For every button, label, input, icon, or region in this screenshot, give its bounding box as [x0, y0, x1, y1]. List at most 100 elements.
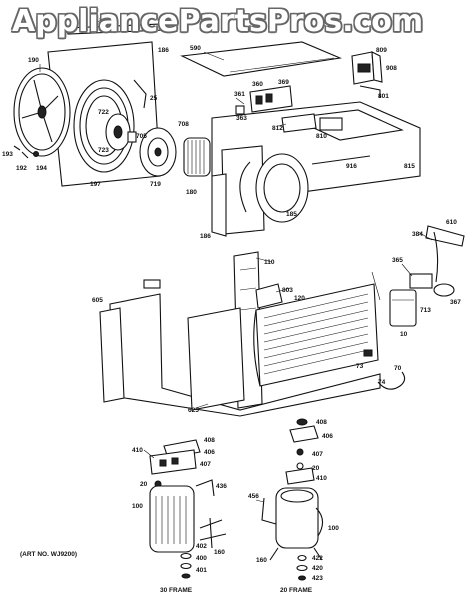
callout-10: 10	[400, 331, 408, 338]
callout-809: 809	[376, 47, 387, 54]
nut-423b	[298, 575, 306, 581]
callout-400a: 400	[196, 555, 207, 562]
callout-185: 185	[286, 211, 297, 218]
callout-708: 708	[178, 121, 189, 128]
callout-labels: 618 186 190 25 722 723 705 708 719 180 1…	[2, 17, 461, 582]
callout-20a: 20	[140, 481, 148, 488]
terminal-410b	[285, 467, 315, 485]
callout-722: 722	[98, 109, 109, 116]
mount-160a	[199, 517, 227, 549]
callout-369: 369	[278, 79, 289, 86]
callout-407a: 407	[200, 461, 211, 468]
callout-186b: 186	[200, 233, 211, 240]
knob-363	[235, 105, 245, 115]
callout-618: 618	[92, 17, 103, 24]
bracket-456	[261, 497, 277, 525]
callout-402a: 402	[196, 543, 207, 550]
callout-605: 605	[92, 297, 103, 304]
callout-194: 194	[36, 165, 47, 172]
louver-812	[281, 113, 317, 133]
callout-423b: 423	[312, 575, 323, 582]
side-panel-186	[211, 173, 227, 237]
callout-363: 363	[236, 115, 247, 122]
slot-810	[319, 117, 343, 131]
callout-590: 590	[190, 45, 201, 52]
bracket-801	[359, 85, 381, 98]
grille-clip	[143, 279, 161, 289]
callout-801: 801	[378, 93, 389, 100]
compressor-20-frame	[261, 418, 324, 581]
hub-723	[105, 113, 131, 151]
callout-190: 190	[28, 57, 39, 64]
cap-367	[433, 283, 455, 297]
callout-723: 723	[98, 147, 109, 154]
front-frame	[187, 307, 245, 411]
upper-cabinet	[180, 41, 421, 237]
callout-197: 197	[90, 181, 101, 188]
callout-160b: 160	[256, 557, 267, 564]
top-plate-618	[65, 23, 165, 35]
callout-610: 610	[446, 219, 457, 226]
bracket-610	[425, 225, 465, 247]
callout-406a: 406	[204, 449, 215, 456]
base-frame	[109, 293, 381, 417]
callout-916: 916	[346, 163, 357, 170]
callout-74: 74	[378, 379, 386, 386]
rail-916	[311, 155, 371, 165]
fan-blade-190	[13, 67, 71, 157]
orifice-185	[221, 145, 309, 235]
bracket-803	[255, 283, 283, 309]
callout-812: 812	[272, 125, 283, 132]
callout-713: 713	[420, 307, 431, 314]
callout-406b: 406	[322, 433, 333, 440]
capacitor-assembly	[371, 225, 465, 327]
washer-402a	[180, 552, 192, 560]
callout-410a: 410	[132, 447, 143, 454]
callout-401a: 401	[196, 567, 207, 574]
art-number: (ART NO. WJ9200)	[20, 551, 77, 558]
screw-192	[21, 151, 29, 159]
callout-625: 625	[188, 407, 199, 414]
condenser-coil-120	[253, 283, 379, 387]
callout-410b: 410	[316, 475, 327, 482]
frame-20-caption: 20 FRAME	[280, 587, 313, 594]
callout-120: 120	[294, 295, 305, 302]
leader-lines	[39, 23, 433, 503]
screw-193	[13, 145, 21, 151]
top-cover-590	[180, 41, 343, 77]
chassis-assembly	[99, 251, 406, 417]
blower-wheel-180	[183, 137, 211, 177]
clip-705	[127, 131, 137, 143]
callout-180: 180	[186, 189, 197, 196]
fitting-73	[363, 349, 373, 357]
callout-408a: 408	[204, 437, 215, 444]
washer-422b	[297, 554, 307, 562]
callout-384: 384	[412, 231, 423, 238]
compressor-body-100b	[275, 487, 324, 549]
callout-73: 73	[356, 363, 364, 370]
strap-384	[433, 231, 439, 283]
callout-367: 367	[450, 299, 461, 306]
connector-365	[409, 273, 433, 289]
callout-160a: 160	[214, 549, 225, 556]
nut-194	[33, 151, 39, 157]
callout-361: 361	[234, 91, 245, 98]
side-panel-605	[99, 307, 125, 403]
control-panel-369	[249, 85, 293, 113]
callout-705: 705	[136, 133, 147, 140]
box-809	[351, 51, 383, 85]
watermark: AppliancePartsPros.com	[12, 4, 424, 39]
capacitor-10	[389, 289, 417, 327]
callout-110: 110	[264, 259, 275, 266]
callout-408b: 408	[316, 419, 327, 426]
callout-719: 719	[150, 181, 161, 188]
bracket-436	[195, 479, 215, 497]
bracket-25	[133, 79, 147, 109]
nut-407b	[296, 448, 304, 456]
callout-422b: 422	[312, 555, 323, 562]
callout-815: 815	[404, 163, 415, 170]
callout-100b: 100	[328, 525, 339, 532]
washer-420b	[296, 564, 308, 572]
cover-406b	[289, 425, 319, 443]
